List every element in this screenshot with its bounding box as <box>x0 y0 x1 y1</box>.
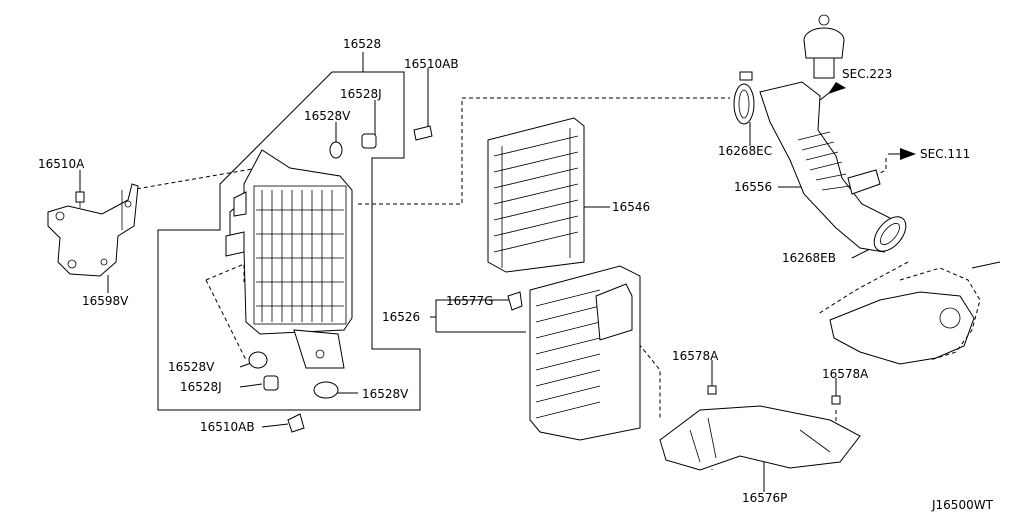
label-16528J-bottom: 16528J <box>180 380 222 394</box>
sec111-arrow-icon <box>900 148 916 160</box>
label-16268EC: 16268EC <box>718 144 772 158</box>
label-16598V: 16598V <box>82 294 129 308</box>
label-sec111: SEC.111 <box>920 147 970 161</box>
label-16268EB: 16268EB <box>782 251 836 265</box>
label-16528: 16528 <box>343 37 381 51</box>
label-16577G: 16577G <box>446 294 493 308</box>
diagram-code: J16500WT <box>931 498 994 512</box>
arrows <box>819 82 916 160</box>
label-16510AB-bottom: 16510AB <box>200 420 255 434</box>
duct-part <box>659 385 861 471</box>
label-16578A-left: 16578A <box>672 349 719 363</box>
label-sec223: SEC.223 <box>842 67 892 81</box>
label-16528J-top: 16528J <box>340 87 382 101</box>
label-16556: 16556 <box>734 180 772 194</box>
label-16528V-top: 16528V <box>304 109 351 123</box>
label-16528V-mid: 16528V <box>168 360 215 374</box>
engine-reference-shapes <box>829 261 1001 365</box>
label-16578A-right: 16578A <box>822 367 869 381</box>
upper-case-part <box>507 265 641 441</box>
part-labels: 16528 16510AB 16528J 16528V 16510A 16598… <box>38 37 994 512</box>
sec223-arrow-icon <box>828 82 846 94</box>
label-16528V-bottom: 16528V <box>362 387 409 401</box>
bracket-part <box>47 183 139 277</box>
label-16510A: 16510A <box>38 157 85 171</box>
label-16526: 16526 <box>382 310 420 324</box>
grommets <box>248 125 433 433</box>
label-16576P: 16576P <box>742 491 787 505</box>
bracket-frame-lines <box>79 52 881 492</box>
lower-case-part <box>225 149 353 369</box>
label-16546: 16546 <box>612 200 650 214</box>
intake-hose-part <box>733 14 907 253</box>
filter-element-part <box>487 117 585 273</box>
label-16510AB-top: 16510AB <box>404 57 459 71</box>
